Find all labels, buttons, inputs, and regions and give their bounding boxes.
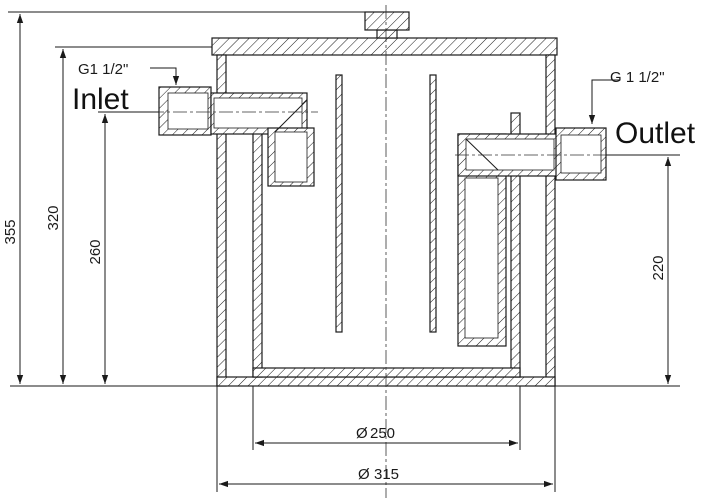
inlet-fitting — [158, 86, 315, 187]
outlet-thread-label: G 1 1/2" — [610, 69, 665, 86]
dimension-outer-diameter: Ø 315 — [358, 466, 399, 483]
dimension-outlet-height: 220 — [650, 255, 667, 280]
dimension-inner-diameter: Ø 250 — [356, 425, 395, 442]
outer-diameter-value: 315 — [374, 466, 399, 483]
baffle — [335, 74, 437, 333]
center-lines — [150, 5, 625, 498]
outlet-fitting — [457, 127, 607, 347]
thread-leaders — [150, 67, 620, 124]
outlet-label: Outlet — [615, 117, 696, 150]
extension-lines — [8, 11, 680, 492]
diameter-symbol-icon: Ø — [358, 466, 370, 483]
lid — [211, 11, 558, 56]
dimension-total-height: 355 — [2, 219, 19, 244]
inlet-label: Inlet — [72, 83, 129, 116]
dimension-lines — [16, 14, 672, 488]
inner-diameter-value: 250 — [370, 425, 395, 442]
dimension-inlet-height: 260 — [87, 239, 104, 264]
inlet-thread-label: G1 1/2" — [78, 61, 128, 78]
dimension-body-height: 320 — [45, 205, 62, 230]
diameter-symbol-icon: Ø — [356, 425, 368, 442]
